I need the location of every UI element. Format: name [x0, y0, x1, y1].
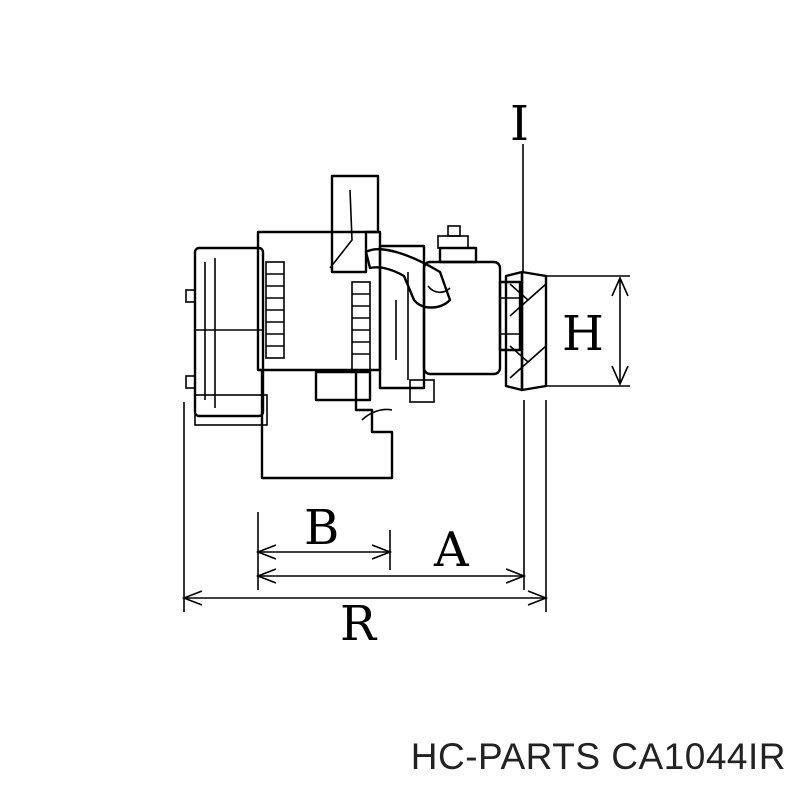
pulley — [504, 270, 548, 392]
dimension-a-label: A — [433, 522, 470, 578]
stator-fins-front — [351, 281, 371, 373]
dimension-a: A — [255, 522, 527, 584]
dimension-i-label: I — [510, 96, 529, 152]
dimension-r-label: R — [340, 596, 378, 652]
dimension-i: I — [510, 96, 529, 272]
stator-fins-rear — [265, 261, 285, 359]
dimension-h: H — [546, 275, 630, 387]
dimension-b: B — [255, 500, 393, 560]
dimension-h-label: H — [562, 306, 604, 362]
dimension-r: R — [181, 590, 549, 652]
part-caption: HC-PARTS CA1044IR — [410, 736, 786, 777]
alternator-outline — [185, 174, 522, 480]
dimension-b-label: B — [304, 500, 339, 556]
